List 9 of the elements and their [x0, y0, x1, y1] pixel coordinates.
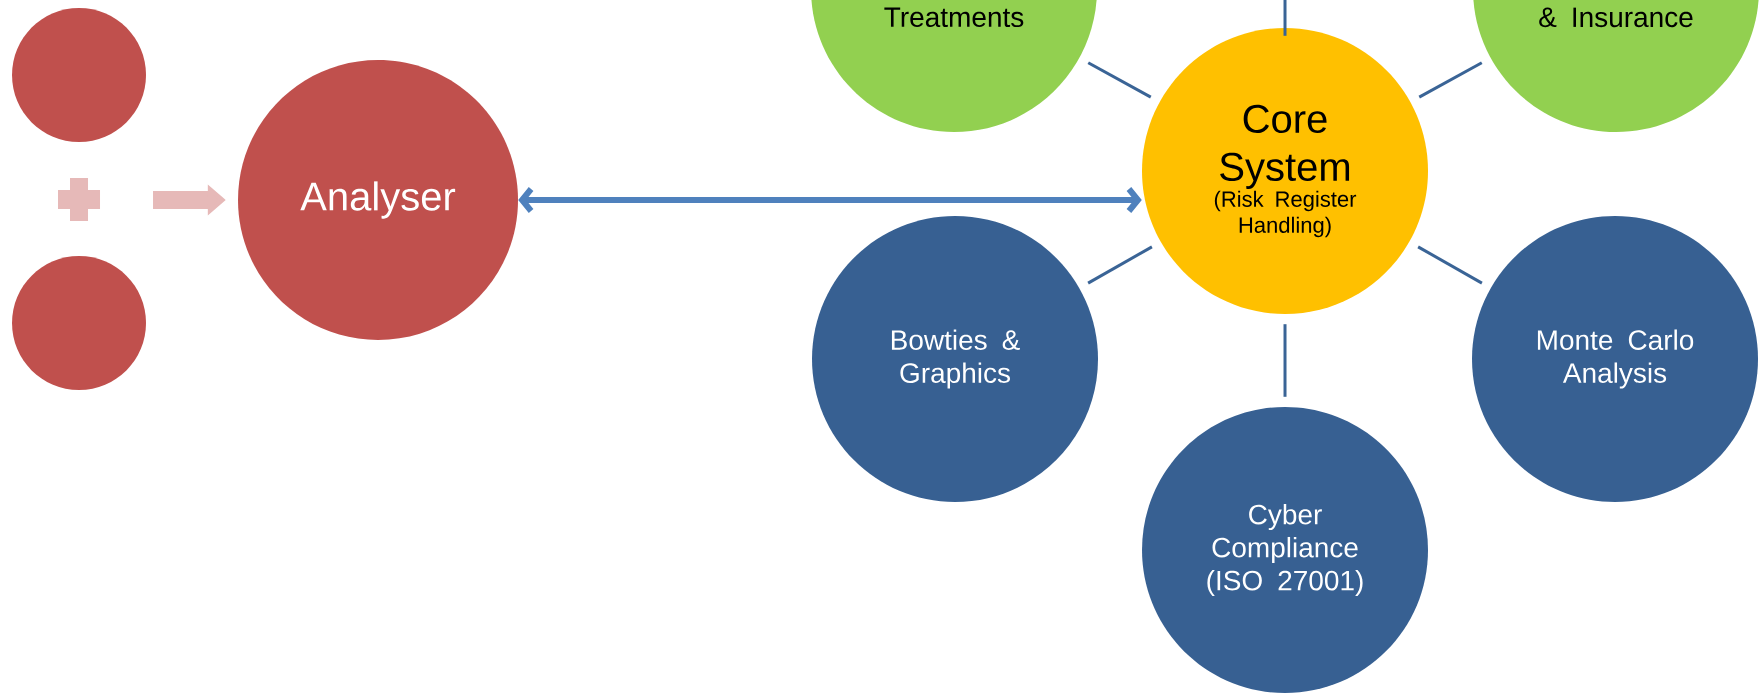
connector-line [1417, 245, 1483, 285]
connector-line [1087, 61, 1152, 99]
connector-line [1087, 245, 1153, 285]
circle [12, 256, 146, 390]
connector-line [1418, 61, 1483, 99]
double-arrow [518, 187, 1142, 213]
connector-line [1283, 324, 1287, 397]
circle [12, 8, 146, 142]
connector-line [1283, 0, 1287, 36]
